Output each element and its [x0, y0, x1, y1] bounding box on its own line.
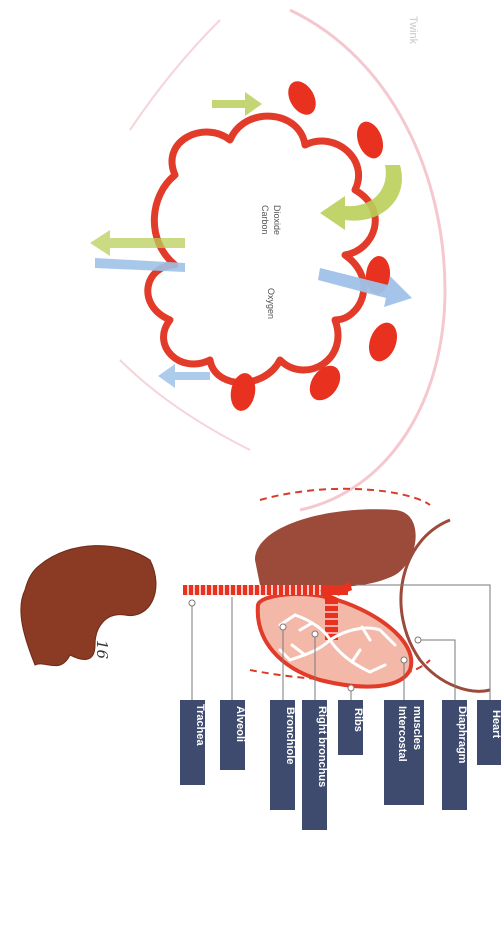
alveolus [148, 116, 375, 382]
oxygen-arrow-bottom [158, 364, 210, 388]
co2-arrow-top [212, 92, 262, 116]
co2-label-line1: Carbon [260, 205, 270, 235]
liver-shape [21, 546, 156, 666]
label-intercostal-line1: Intercostal [396, 706, 408, 762]
co2-label-line2: Dioxide [272, 205, 282, 235]
red-blood-cell [283, 76, 322, 119]
leader-diaphragm [418, 640, 455, 700]
gas-exchange-diagram: Oxygen Carbon Dioxide [90, 10, 445, 510]
label-bronchiole: Bronchiole [284, 707, 296, 764]
label-right-bronchus: Right bronchus [316, 706, 328, 787]
label-diaphragm: Diaphragm [456, 706, 468, 764]
leader-dot [401, 657, 407, 663]
corner-mark: Twink [407, 16, 419, 45]
label-heart: Heart [490, 710, 501, 738]
label-alveoli: Alveoli [234, 706, 246, 742]
liver-handwritten-note: 16 [93, 640, 111, 660]
oxygen-label: Oxygen [266, 288, 276, 319]
red-blood-cell [364, 319, 402, 365]
label-ribs: Ribs [352, 708, 364, 732]
label-trachea: Trachea [194, 704, 206, 746]
liver-illustration: 16 [21, 546, 156, 666]
leader-dot [415, 637, 421, 643]
lung-anatomy [183, 489, 490, 691]
left-lung [255, 509, 416, 587]
leader-dot [280, 624, 286, 630]
leader-dot [312, 631, 318, 637]
leader-dot [348, 685, 354, 691]
label-intercostal-line2: muscles [411, 706, 423, 750]
red-blood-cell [352, 118, 388, 162]
label-boxes: Trachea Alveoli Bronchiole Right bronchu… [180, 700, 501, 830]
capillary-inner-wall [130, 20, 220, 130]
leader-dot [189, 600, 195, 606]
